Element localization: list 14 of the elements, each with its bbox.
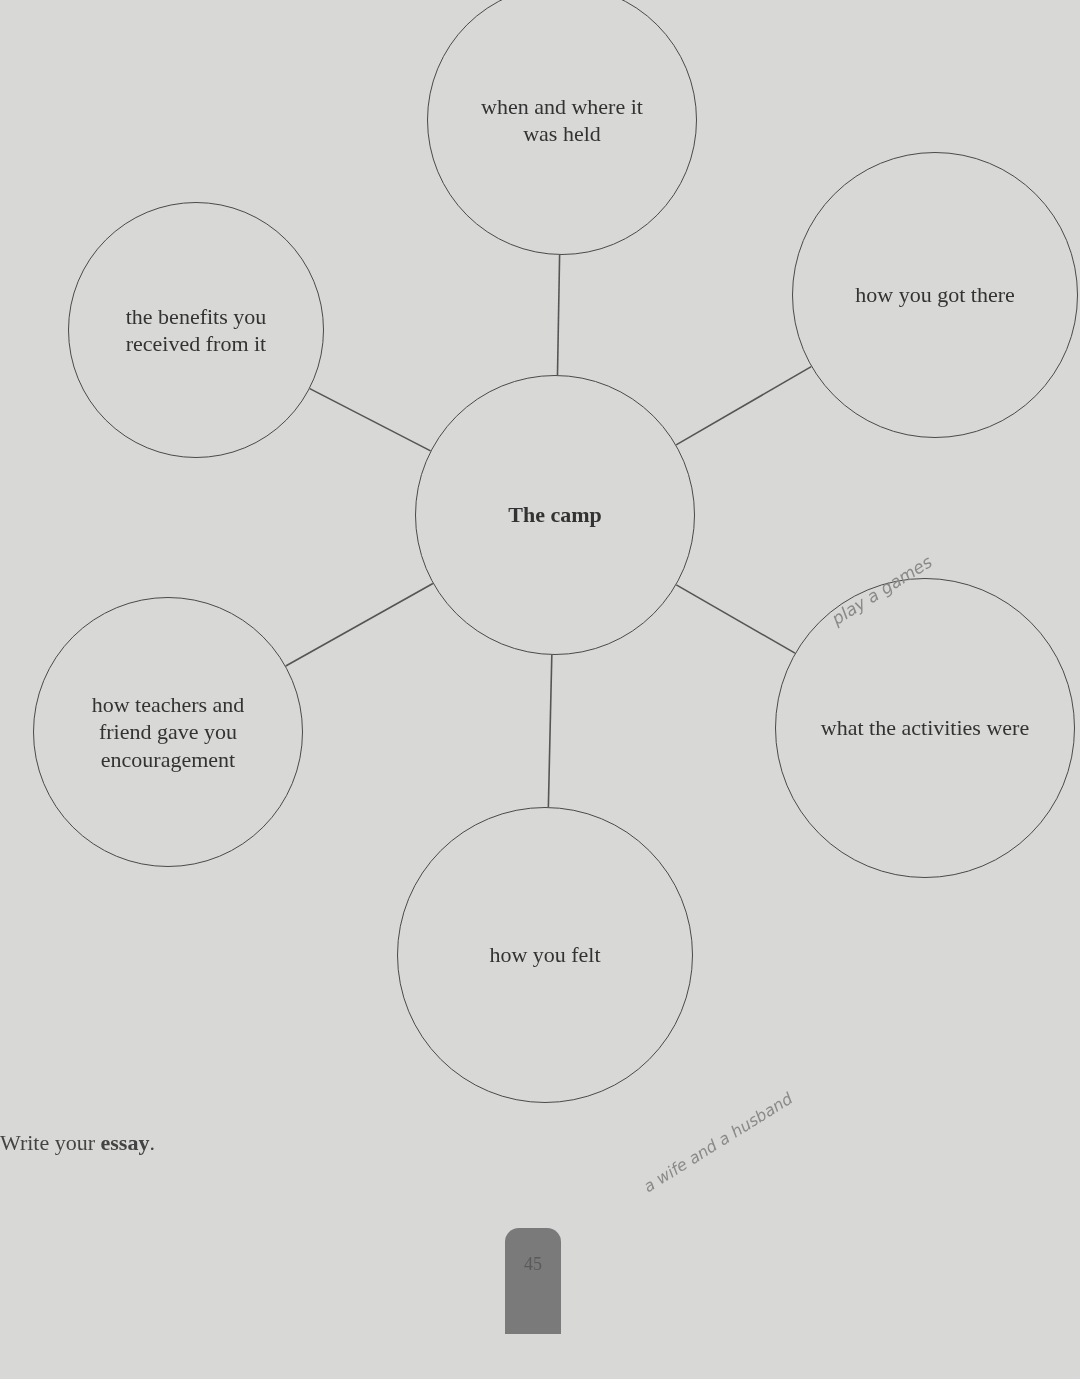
topic-text: how you got there [855,281,1015,309]
central-topic: The camp [508,501,602,529]
topic-text: the benefits you received from it [124,302,268,358]
connector-line [284,582,434,667]
topic-text: when and where it was held [480,92,644,148]
instruction-text: Write your essay. [0,1130,155,1156]
connector-line [547,654,553,808]
connector-line [675,365,813,446]
connector-line [556,254,561,376]
connector-line [308,387,432,452]
connector-line [675,584,796,654]
topic-text: how teachers and friend gave you encouragement [90,690,246,774]
topic-text: what the activities were [820,714,1030,742]
topic-text: how you felt [489,941,601,969]
